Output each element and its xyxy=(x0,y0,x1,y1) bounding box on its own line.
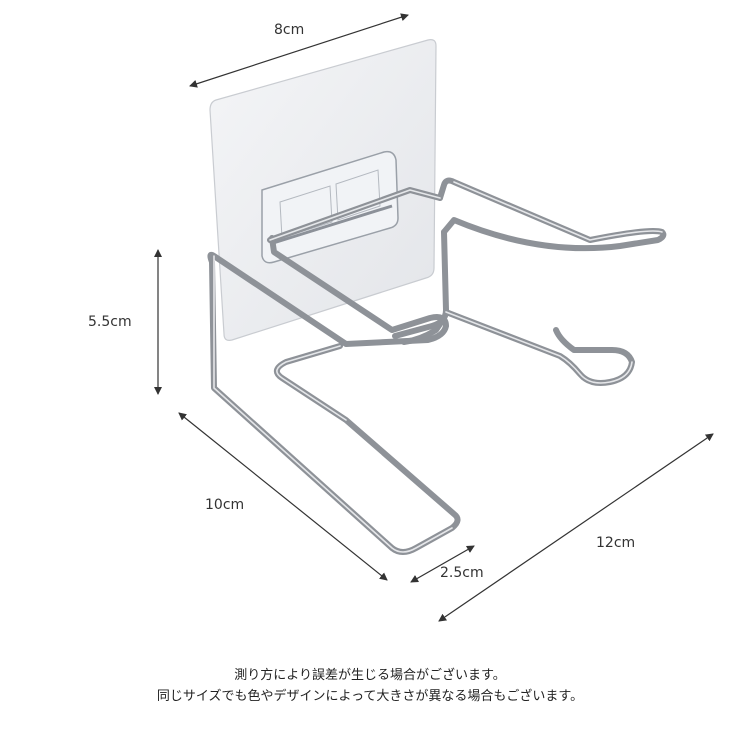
dim-label-gap: 2.5cm xyxy=(440,565,484,581)
wire-frame xyxy=(207,177,667,555)
caption-line-2: 同じサイズでも色やデザインによって大きさが異なる場合もございます。 xyxy=(156,689,584,704)
dim-arrow-top-width xyxy=(189,13,409,88)
dim-arrow-length xyxy=(438,433,714,622)
dim-label-length: 12cm xyxy=(596,535,636,551)
caption-line-1: 測り方により誤差が生じる場合がございます。 xyxy=(234,668,506,683)
dim-label-depth: 10cm xyxy=(205,497,245,513)
mounting-clip xyxy=(261,150,399,264)
dimension-lines xyxy=(154,13,714,622)
disclaimer-caption: 測り方により誤差が生じる場合がございます。 同じサイズでも色やデザインによって大… xyxy=(0,665,740,707)
dim-label-top-width: 8cm xyxy=(274,22,305,38)
dim-arrow-depth xyxy=(178,412,388,581)
dim-label-height: 5.5cm xyxy=(88,314,132,330)
